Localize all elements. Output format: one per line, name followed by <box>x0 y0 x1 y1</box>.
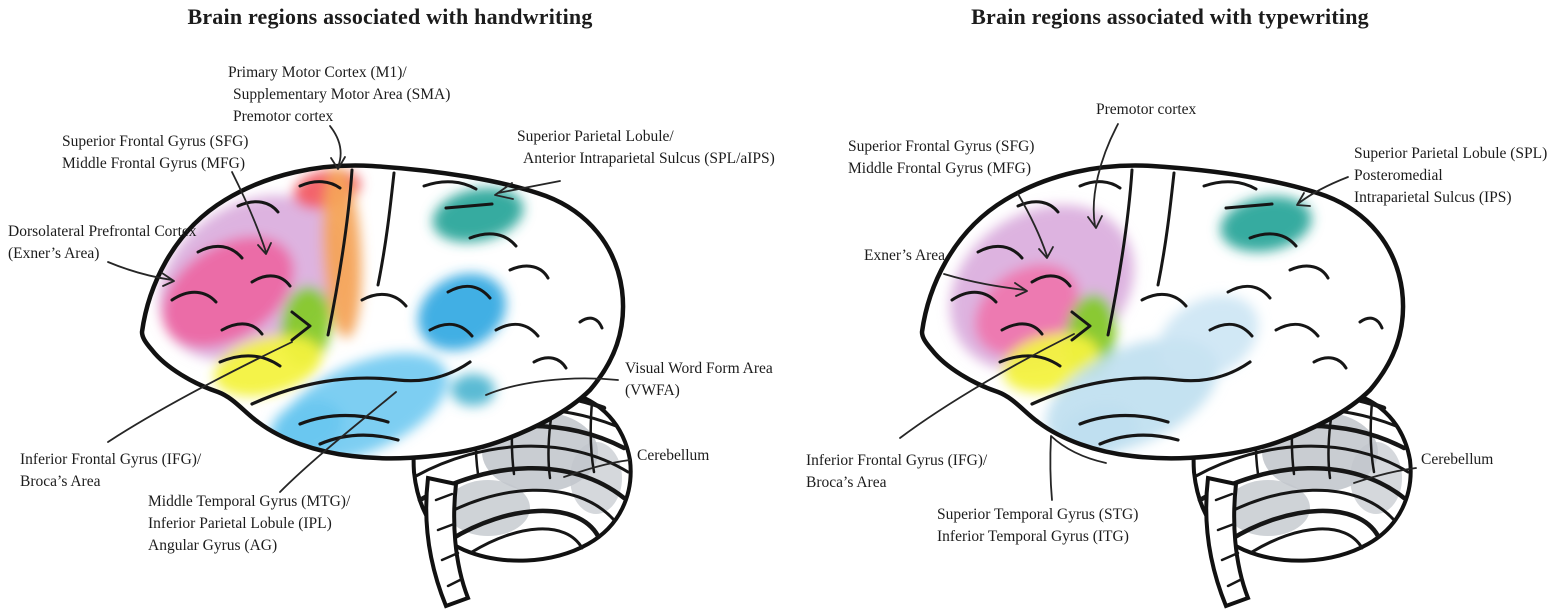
leader-sfg-mfg <box>1017 193 1054 259</box>
label-line: Exner’s Area <box>864 247 946 264</box>
label-spl-ips: Superior Parietal Lobule (SPL) Posterome… <box>1354 143 1547 209</box>
leader-m1-sma-premotor <box>329 125 346 170</box>
label-dlpfc-exner: Dorsolateral Prefrontal Cortex (Exner’s … <box>8 221 197 265</box>
label-line: Intraparietal Sulcus (IPS) <box>1354 189 1512 206</box>
label-line: Superior Frontal Gyrus (SFG) <box>62 133 249 150</box>
panel-title-handwriting: Brain regions associated with handwritin… <box>187 4 593 29</box>
label-line: (Exner’s Area) <box>8 245 100 262</box>
label-vwfa: Visual Word Form Area (VWFA) <box>625 358 773 402</box>
leader-mtg-ipl-ag <box>279 391 397 493</box>
label-line: Middle Frontal Gyrus (MFG) <box>848 160 1031 177</box>
label-line: Supplementary Motor Area (SMA) <box>233 86 451 103</box>
label-line: Inferior Temporal Gyrus (ITG) <box>937 528 1129 545</box>
label-line: Inferior Frontal Gyrus (IFG)/ <box>20 451 202 468</box>
label-exner: Exner’s Area <box>864 245 945 267</box>
label-line: Cerebellum <box>637 447 710 464</box>
panel-typewriting: Brain regions associated with typewritin… <box>780 0 1560 616</box>
leader-spl-ips <box>1296 176 1349 207</box>
label-line: Superior Temporal Gyrus (STG) <box>937 506 1139 523</box>
region-ifg-broca-blob <box>214 335 322 397</box>
label-line: Dorsolateral Prefrontal Cortex <box>8 223 197 240</box>
label-line: Middle Frontal Gyrus (MFG) <box>62 155 245 172</box>
leader-vwfa <box>485 377 619 396</box>
panel-title-typewriting: Brain regions associated with typewritin… <box>971 4 1369 29</box>
label-line: Superior Parietal Lobule/ <box>517 128 674 145</box>
label-cerebellum: Cerebellum <box>637 445 709 467</box>
leader-dlpfc-exner <box>107 261 175 287</box>
label-line: Posteromedial <box>1354 167 1443 184</box>
brain-drawing-handwriting <box>107 125 780 616</box>
label-line: Superior Frontal Gyrus (SFG) <box>848 138 1035 155</box>
label-line: Visual Word Form Area <box>625 360 773 377</box>
label-line: Premotor cortex <box>1096 101 1197 118</box>
region-stg-itg-blob <box>1157 295 1259 381</box>
label-line: Inferior Frontal Gyrus (IFG)/ <box>806 452 988 469</box>
leader-premotor <box>1087 123 1119 229</box>
label-ifg-broca: Inferior Frontal Gyrus (IFG)/ Broca’s Ar… <box>20 449 201 493</box>
label-stg-itg: Superior Temporal Gyrus (STG) Inferior T… <box>937 504 1138 548</box>
label-line: (VWFA) <box>625 382 680 399</box>
label-line: Middle Temporal Gyrus (MTG)/ <box>148 493 351 510</box>
label-spl-aips: Superior Parietal Lobule/ Anterior Intra… <box>517 126 775 170</box>
label-ifg-broca: Inferior Frontal Gyrus (IFG)/ Broca’s Ar… <box>806 450 987 494</box>
leader-ifg-broca <box>899 333 1075 439</box>
leader-exner <box>943 273 1028 297</box>
region-dlpfc-exner-blob <box>162 236 294 348</box>
label-line: Cerebellum <box>1421 451 1494 468</box>
label-line: Anterior Intraparietal Sulcus (SPL/aIPS) <box>523 150 775 167</box>
label-line: Superior Parietal Lobule (SPL) <box>1354 145 1548 162</box>
brain-drawing-typewriting <box>899 123 1417 616</box>
leader-cerebellum <box>1353 467 1417 484</box>
panel-handwriting: Brain regions associated with handwritin… <box>8 4 780 616</box>
label-line: Inferior Parietal Lobule (IPL) <box>148 515 332 532</box>
region-spl-aips-blob <box>432 187 524 243</box>
label-line: Broca’s Area <box>20 473 101 490</box>
label-line: Angular Gyrus (AG) <box>148 537 278 554</box>
label-line: Primary Motor Cortex (M1)/ <box>228 64 407 81</box>
leader-cerebellum <box>563 459 631 478</box>
region-vwfa-blob <box>451 374 495 406</box>
label-premotor: Premotor cortex <box>1096 99 1196 121</box>
leader-spl-aips <box>494 180 561 200</box>
label-cerebellum: Cerebellum <box>1421 449 1493 471</box>
label-sfg-mfg: Superior Frontal Gyrus (SFG) Middle Fron… <box>848 136 1034 180</box>
leader-stg-itg <box>1049 435 1107 501</box>
label-m1-sma-premotor: Primary Motor Cortex (M1)/ Supplementary… <box>228 62 450 128</box>
label-line: Premotor cortex <box>233 108 334 125</box>
label-sfg-mfg: Superior Frontal Gyrus (SFG) Middle Fron… <box>62 131 248 175</box>
label-mtg-ipl-ag: Middle Temporal Gyrus (MTG)/ Inferior Pa… <box>148 491 350 557</box>
leader-ifg-broca <box>107 341 293 443</box>
label-line: Broca’s Area <box>806 474 887 491</box>
leader-sfg-mfg <box>231 171 272 255</box>
